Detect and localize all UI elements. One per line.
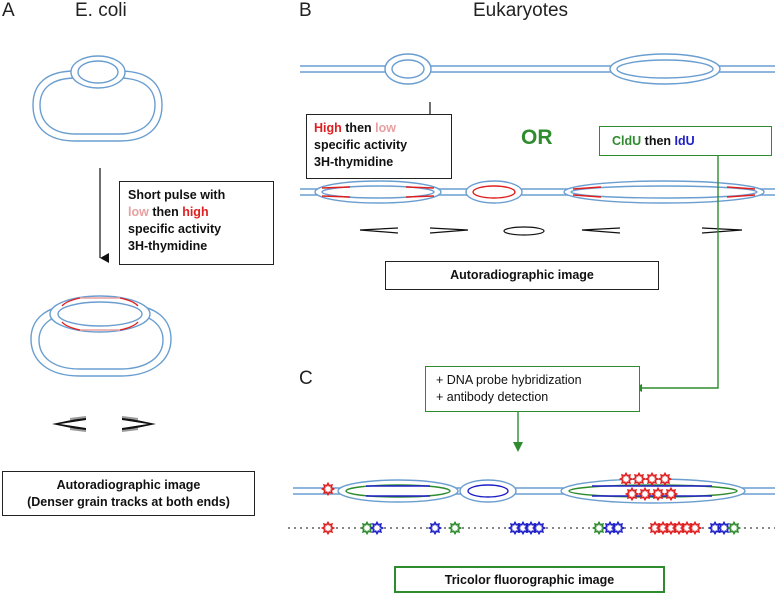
ecoli-autoradiographic-box: Autoradiographic image (Denser grain tra… xyxy=(2,471,255,516)
ecoli-pulse-box: Short pulse with low then high specific … xyxy=(119,181,274,265)
red-star-icon xyxy=(644,471,660,487)
red-star-icon xyxy=(637,486,653,502)
ecoli-pulse-low: low xyxy=(128,205,149,219)
green-star-icon xyxy=(726,520,742,536)
euk-dna-initial xyxy=(300,53,775,85)
panel-letter-c: C xyxy=(299,368,313,389)
euk-pulse-line3: 3H-thymidine xyxy=(314,155,394,169)
cldu-label: CldU xyxy=(612,134,642,148)
red-star-icon xyxy=(663,486,679,502)
tricolor-label: Tricolor fluorographic image xyxy=(444,573,615,587)
red-star-icon xyxy=(624,486,640,502)
euk-pulse-high: High xyxy=(314,121,342,135)
panel-title-ecoli: E. coli xyxy=(75,0,127,21)
cldu-then: then xyxy=(644,134,672,148)
red-star-icon xyxy=(679,520,695,536)
blue-star-icon xyxy=(610,520,626,536)
cldu-idu-box: CldU then IdU xyxy=(599,126,772,156)
ecoli-chromosome-replicating xyxy=(30,295,172,377)
blue-star-icon xyxy=(602,520,618,536)
red-star-icon xyxy=(320,481,336,497)
ecoli-pulse-line4: 3H-thymidine xyxy=(128,239,208,253)
ecoli-pulse-line1: Short pulse with xyxy=(128,188,226,202)
or-label: OR xyxy=(521,126,553,149)
detection-line1: + DNA probe hybridization xyxy=(436,373,582,387)
red-star-icon xyxy=(650,486,666,502)
red-star-icon xyxy=(655,520,671,536)
ecoli-grain-tracks xyxy=(52,416,156,432)
euk-pulse-low: low xyxy=(375,121,396,135)
red-star-icon xyxy=(631,471,647,487)
detection-line2: + antibody detection xyxy=(436,390,549,404)
idu-label: IdU xyxy=(674,134,695,148)
blue-star-icon xyxy=(427,520,443,536)
red-star-icon xyxy=(657,471,673,487)
red-star-icon xyxy=(663,520,679,536)
panel-c-dna xyxy=(293,478,775,504)
blue-star-icon xyxy=(531,520,547,536)
detection-box: + DNA probe hybridization + antibody det… xyxy=(425,366,640,412)
tricolor-box: Tricolor fluorographic image xyxy=(394,566,665,593)
red-star-icon xyxy=(320,520,336,536)
ecoli-chromosome-initial xyxy=(32,55,163,142)
ecoli-autoradiographic-line2: (Denser grain tracks at both ends) xyxy=(27,495,230,509)
ecoli-pulse-then: then xyxy=(152,205,179,219)
panel-title-eukaryotes: Eukaryotes xyxy=(473,0,569,21)
euk-grain-tracks xyxy=(359,226,743,236)
panel-letter-a: A xyxy=(2,0,15,21)
euk-dna-replicating xyxy=(300,180,775,204)
euk-pulse-line2: specific activity xyxy=(314,138,408,152)
blue-star-icon xyxy=(369,520,385,536)
panel-letter-b: B xyxy=(299,0,312,21)
green-star-icon xyxy=(447,520,463,536)
blue-star-icon xyxy=(707,520,723,536)
blue-star-icon xyxy=(523,520,539,536)
ecoli-pulse-high: high xyxy=(182,205,209,219)
euk-autoradiographic-label: Autoradiographic image xyxy=(450,268,594,282)
blue-star-icon xyxy=(716,520,732,536)
euk-autoradiographic-box: Autoradiographic image xyxy=(385,261,659,290)
red-star-icon xyxy=(647,520,663,536)
cldu-connector xyxy=(634,155,719,389)
ecoli-pulse-line3: specific activity xyxy=(128,222,222,236)
blue-star-icon xyxy=(515,520,531,536)
green-star-icon xyxy=(359,520,375,536)
ecoli-autoradiographic-line1: Autoradiographic image xyxy=(56,478,201,492)
red-star-icon xyxy=(687,520,703,536)
red-star-icon xyxy=(618,471,634,487)
euk-pulse-then: then xyxy=(345,121,372,135)
green-star-icon xyxy=(591,520,607,536)
blue-star-icon xyxy=(507,520,523,536)
red-star-icon xyxy=(671,520,687,536)
euk-pulse-box: High then low specific activity 3H-thymi… xyxy=(306,114,452,179)
